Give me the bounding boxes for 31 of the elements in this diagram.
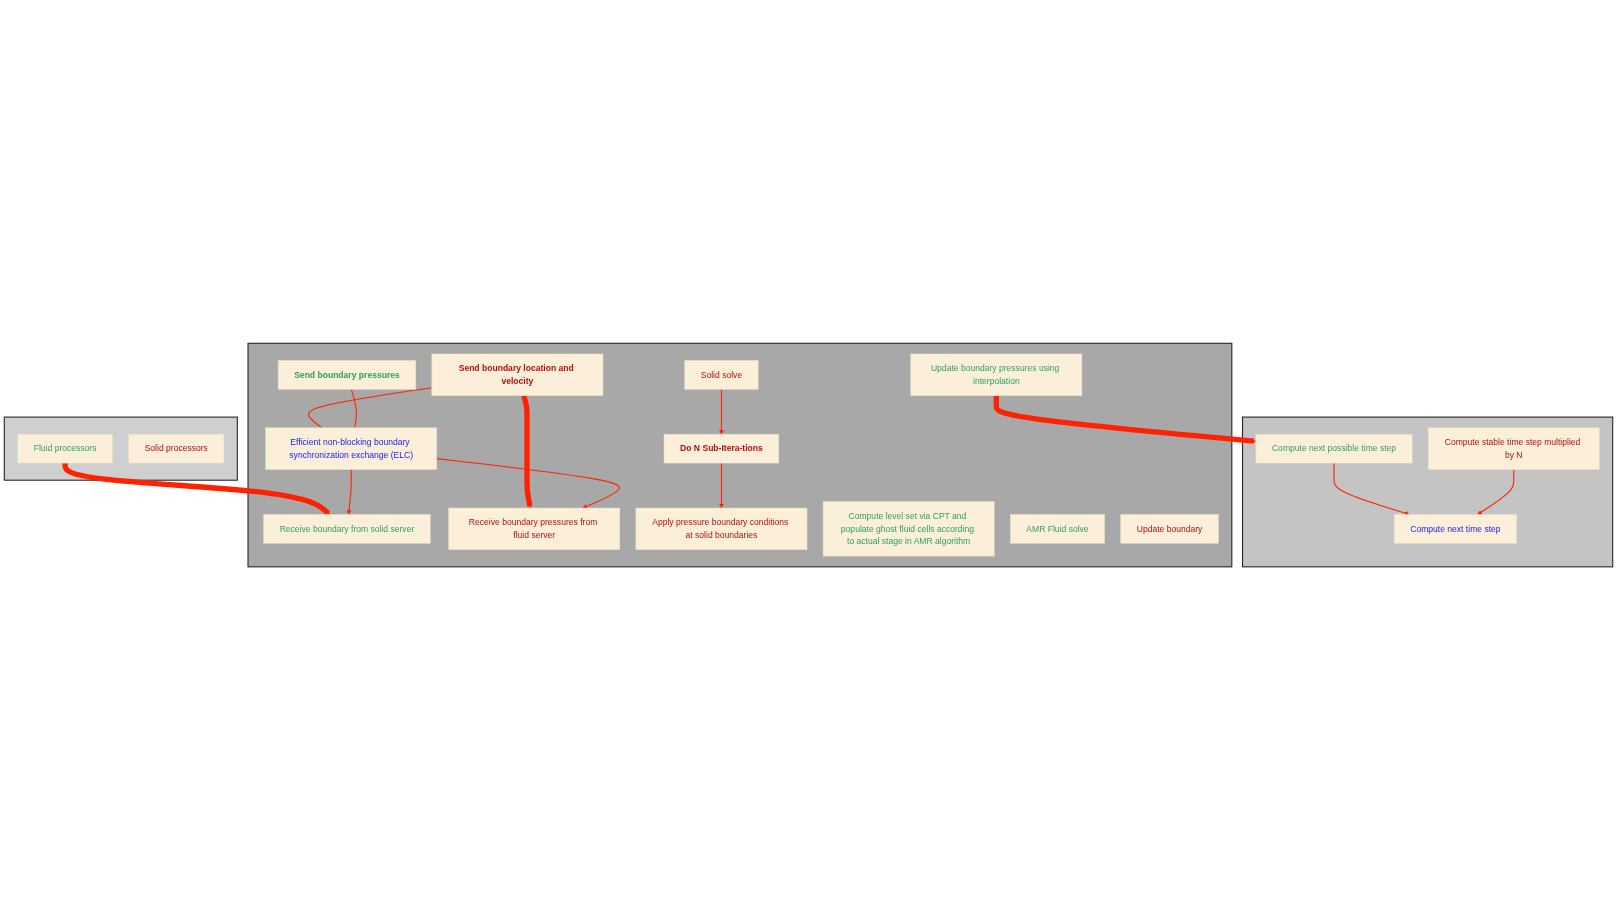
arrow — [62, 463, 330, 516]
node-box: Receive boundary from solid server — [263, 514, 431, 544]
arrow — [719, 389, 724, 435]
arrow — [719, 463, 724, 509]
arrow — [521, 395, 533, 509]
node-box: Compute next possible time step — [1255, 434, 1413, 464]
node-box: Efficient non-blocking boundary synchronization exchange (ELC) — [265, 427, 438, 471]
arrow — [1333, 463, 1410, 516]
node-box: Solid solve — [684, 360, 759, 390]
node-box: Compute next time step — [1393, 514, 1517, 544]
node-box: Send boundary location and velocity — [431, 354, 604, 397]
arrow — [1477, 469, 1515, 516]
connector — [307, 387, 433, 429]
node-box: Receive boundary pressures from fluid server — [448, 508, 621, 551]
arrow — [436, 458, 620, 509]
arrow — [346, 469, 352, 516]
arrow — [993, 395, 1257, 445]
node-box: Fluid processors — [17, 434, 113, 464]
node-box: Compute stable time step multiplied by N — [1427, 427, 1600, 471]
node-box: Update boundary pressures using interpolation — [910, 354, 1083, 397]
node-box: Solid processors — [128, 434, 225, 464]
node-box: AMR Fluid solve — [1010, 514, 1105, 544]
node-box: Compute level set via CPT and populate ghost fluid cells according to actual stage in AMR algorithm — [822, 501, 995, 557]
cluster — [3, 417, 238, 482]
node-box: Update boundary — [1120, 514, 1219, 544]
cluster — [1242, 417, 1614, 568]
node-box: Apply pressure boundary conditions at solid boundaries — [635, 508, 808, 551]
connector — [350, 389, 357, 429]
node-box: Send boundary pressures — [277, 360, 417, 390]
cluster — [247, 343, 1233, 568]
node-box: Do N Sub-Itera-tions — [663, 434, 780, 464]
